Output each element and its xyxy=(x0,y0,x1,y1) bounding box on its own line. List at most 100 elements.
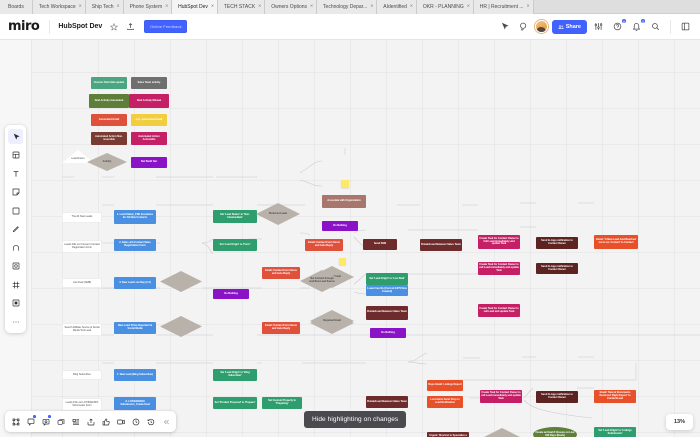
browser-tab-owners-options[interactable]: Owners Options× xyxy=(265,0,318,14)
cursor-pointer-icon[interactable] xyxy=(497,19,512,34)
browser-tab-tech-stack[interactable]: TECH STACK× xyxy=(217,0,266,14)
diagram-node[interactable]: Create Task for Contact Owner to call Le… xyxy=(478,304,520,317)
diagram-node[interactable]: Set 'Product Proposal' to 'Prepare' xyxy=(213,397,257,409)
text-tool[interactable] xyxy=(8,166,23,181)
diagram-node[interactable]: Set 'Lead Origin' to 'Blog Subscriber' xyxy=(213,369,257,381)
online-feedback-badge[interactable]: Online Feedback xyxy=(144,20,188,33)
legend-item[interactable]: Automated Action Actionable xyxy=(131,132,167,145)
diagram-node[interactable]: 1. Lead Status_FRE Incentives for All Ne… xyxy=(114,210,156,224)
diagram-node[interactable]: Rotate/Load Between Sales Team xyxy=(366,396,408,408)
bell-icon[interactable] xyxy=(629,19,644,34)
diagram-decision-diamond[interactable]: Not Contact through workflow Lead Source xyxy=(300,270,344,292)
diagram-node[interactable]: Set Custom Property to 'Preparing' xyxy=(262,397,302,409)
collapse-bar[interactable] xyxy=(159,414,172,429)
diagram-node[interactable]: Urgent: Shortcut to Specialize a Role xyxy=(427,432,469,437)
shape-tool[interactable] xyxy=(8,203,23,218)
table-panel[interactable] xyxy=(69,414,82,429)
diagram-row-label[interactable]: The All New Leads xyxy=(62,212,102,223)
tab-close-icon[interactable]: × xyxy=(258,3,262,10)
legend-item[interactable]: Custom Field data update xyxy=(91,77,127,89)
export-panel[interactable] xyxy=(84,414,97,429)
sticky-note-tool[interactable] xyxy=(8,185,23,200)
tab-close-icon[interactable]: × xyxy=(526,3,530,10)
comment-add-icon[interactable] xyxy=(516,19,531,34)
diagram-row-label[interactable]: Leads Fills out LOT/BAD/ROI Submission F… xyxy=(62,398,102,411)
diagram-node[interactable]: Set 'Lead Status' to 'Non-Intermediate' xyxy=(213,210,257,223)
cards-panel[interactable] xyxy=(54,414,67,429)
tab-close-icon[interactable]: × xyxy=(370,3,374,10)
tab-close-icon[interactable]: × xyxy=(409,3,413,10)
tab-close-icon[interactable]: × xyxy=(165,3,169,10)
select-tool[interactable] xyxy=(8,129,23,144)
diagram-decision-diamond[interactable]: Associate Deal Owner xyxy=(480,428,524,437)
diagram-node[interactable]: Do Nothing xyxy=(370,328,406,338)
help-icon[interactable] xyxy=(610,19,625,34)
diagram-node[interactable]: Create an Deal if Closure on Last 180 Da… xyxy=(533,427,577,437)
browser-tab-hubspot-dev[interactable]: HubSpot Dev× xyxy=(172,0,218,14)
diagram-node[interactable]: Create Task for Contact Owner to call Le… xyxy=(478,262,520,275)
diagram-row-label[interactable]: Leads Fills out Consent Contact Registra… xyxy=(62,240,102,253)
diagram-node[interactable]: Create Task for Contact Owner to call Le… xyxy=(480,390,522,403)
diagram-node[interactable]: Send In-App notification to Contact Owne… xyxy=(536,263,578,274)
tab-close-icon[interactable]: × xyxy=(310,3,314,10)
diagram-decision-diamond[interactable]: Required Email xyxy=(310,310,354,332)
settings-sliders-icon[interactable] xyxy=(591,19,606,34)
help-icon-wrap[interactable]: 0 xyxy=(610,18,627,34)
diagram-node[interactable]: Associate with Organization xyxy=(322,195,366,208)
diagram-node[interactable]: Set 'Lead Origin' to 'Low Deal' xyxy=(366,273,408,285)
diagram-node[interactable]: 8. LOT/BAD/ROI Submission_Create Deal xyxy=(114,397,156,410)
history-panel[interactable] xyxy=(144,414,157,429)
diagram-node[interactable]: Reps Email: Listings Report xyxy=(427,380,463,391)
browser-tab-okr-planning[interactable]: OKR - PLANNING× xyxy=(416,0,474,14)
user-avatar[interactable] xyxy=(534,20,548,33)
diagram-node[interactable]: 3. New Lead Low Day (0-3) xyxy=(114,277,156,289)
sticky-note[interactable] xyxy=(339,258,346,265)
diagram-node[interactable]: Lower has No (Form & 0.875 New Created) xyxy=(366,285,408,296)
diagram-decision-diamond[interactable]: Preferred Leads xyxy=(256,203,300,225)
reactions-panel[interactable] xyxy=(99,414,112,429)
chat-panel[interactable] xyxy=(39,414,52,429)
diagram-row-label[interactable]: Blog Subscriber xyxy=(62,370,102,380)
legend-item[interactable]: Sales Team activity xyxy=(131,77,167,89)
star-icon[interactable] xyxy=(106,19,121,34)
diagram-node[interactable]: Email: 'New & Documents Received: Right … xyxy=(594,390,636,403)
browser-tab-boards[interactable]: Boards xyxy=(0,0,33,14)
comments-panel[interactable] xyxy=(24,414,37,429)
diagram-node[interactable]: New Lead: Drive Important & Social Media xyxy=(114,322,156,334)
diagram-node[interactable]: 2. Sales Job Contact Sales Registration … xyxy=(114,239,156,251)
diagram-row-label[interactable]: Search Affiliate Source & Social Media T… xyxy=(62,323,102,336)
tab-close-icon[interactable]: × xyxy=(210,3,214,10)
board-title[interactable]: HubSpot Dev xyxy=(58,23,103,30)
tab-close-icon[interactable]: × xyxy=(466,3,470,10)
diagram-node[interactable]: Email: 'A New Lead Just Reached out to u… xyxy=(594,235,638,249)
more-tools[interactable] xyxy=(8,314,23,329)
diagram-node[interactable]: Do Nothing xyxy=(213,289,249,299)
templates-tool[interactable] xyxy=(8,148,23,163)
diagram-node[interactable]: Send In-App notification to Contact Owne… xyxy=(536,391,578,403)
legend-item[interactable]: Automated Action Non-reversible xyxy=(91,132,127,145)
legend-item[interactable]: non_Automated Email xyxy=(131,114,167,126)
search-icon[interactable] xyxy=(648,19,663,34)
browser-tab-ship-tech[interactable]: Ship Tech× xyxy=(85,0,124,14)
diagram-node[interactable]: Set 'Lead Origin' to 'Listings Submissio… xyxy=(594,427,636,437)
diagram-node[interactable]: Rotate/Load Between Sales Team xyxy=(366,306,408,318)
diagram-node[interactable]: 7. New Lead (Blog Subscriber) xyxy=(114,369,156,381)
legend-item-diamond[interactable]: Activity xyxy=(87,153,127,171)
sticky-note[interactable] xyxy=(341,180,349,188)
browser-tab-hr-recruitment[interactable]: HR | Recruitment ...× xyxy=(473,0,534,14)
browser-tab-phone-system[interactable]: Phone System× xyxy=(123,0,173,14)
apps-tool[interactable] xyxy=(8,296,23,311)
legend-item[interactable]: Deal Activity Manual xyxy=(129,94,169,108)
diagram-node[interactable]: Do Nothing xyxy=(322,221,358,231)
diagram-node[interactable]: Send SMS xyxy=(363,239,397,250)
browser-tab-aidentified[interactable]: AIdentified× xyxy=(377,0,417,14)
diagram-decision-diamond[interactable] xyxy=(160,271,202,292)
diagram-node[interactable]: Email: Contact Form Serve and Auto Reply xyxy=(305,239,343,251)
connector-tool[interactable] xyxy=(8,240,23,255)
diagram-node[interactable]: Email: Contact Form Serve and Auto Reply xyxy=(262,322,300,334)
diagram-node[interactable]: Set 'Lead Origin' to 'Form' xyxy=(213,239,257,251)
legend-item[interactable]: Not Build Out xyxy=(131,157,167,168)
diagram-node[interactable]: Create Task for Contact Owner to Call Le… xyxy=(478,235,520,249)
diagram-node[interactable]: Email: Contact Form Serve and Auto Reply xyxy=(262,267,300,279)
